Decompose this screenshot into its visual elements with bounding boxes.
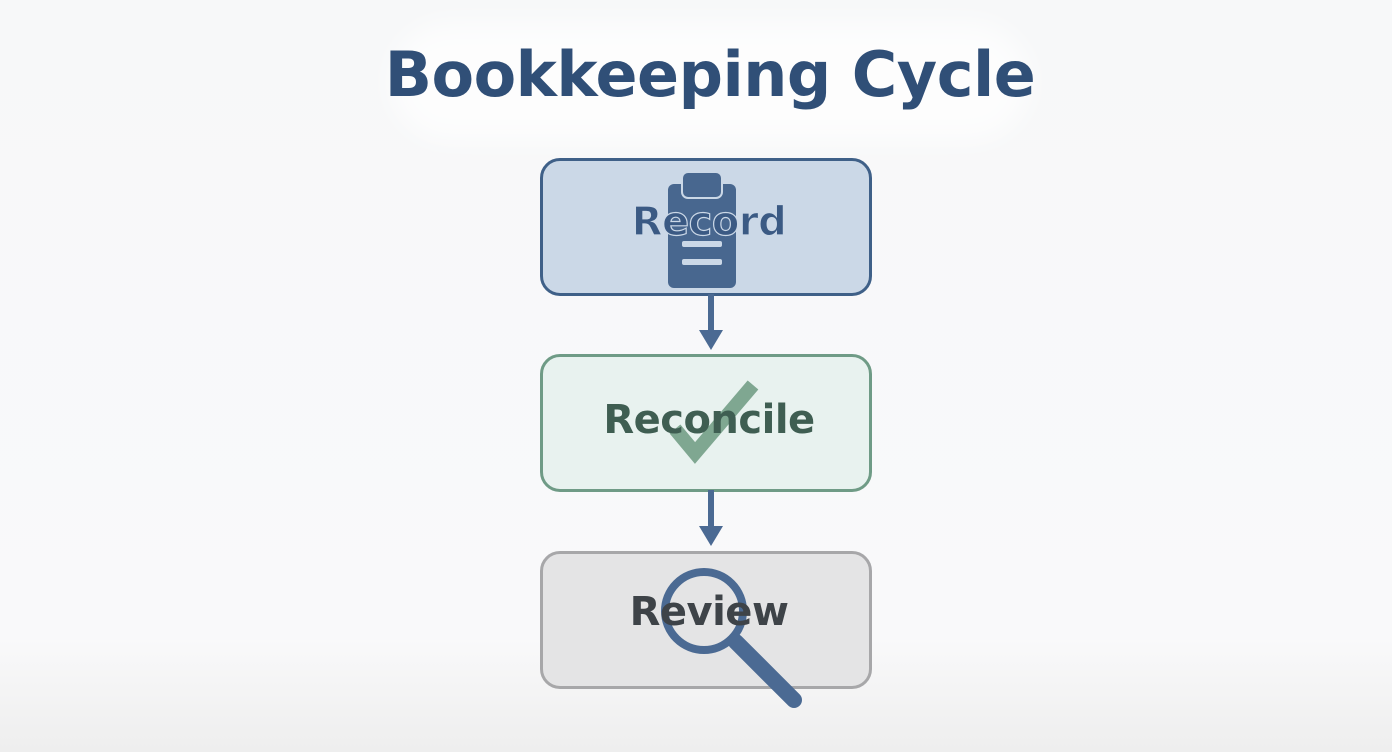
checkmark-icon <box>669 380 759 464</box>
magnifying-glass-icon <box>661 568 802 708</box>
step-record: Record <box>540 158 872 296</box>
step-label: Reconcile <box>603 397 815 443</box>
diagram-title: Bookkeeping Cycle <box>384 38 1036 111</box>
step-review: Review <box>540 551 872 708</box>
step-reconcile: Reconcile <box>540 354 872 492</box>
step-label: Review <box>629 589 789 635</box>
step-label: Record <box>631 198 787 245</box>
title-glow <box>390 22 1030 142</box>
flow-arrow <box>699 490 723 546</box>
flow-arrow <box>699 294 723 350</box>
clipboard-icon <box>668 171 736 288</box>
